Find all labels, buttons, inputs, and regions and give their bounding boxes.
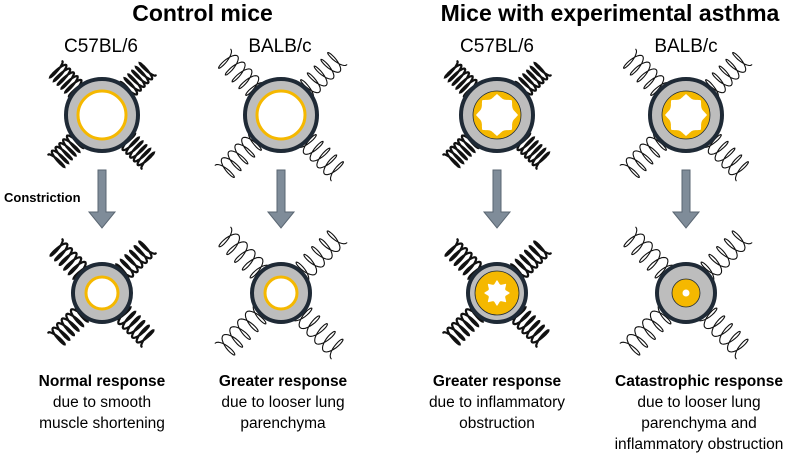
title-asthma-mice: Mice with experimental asthma [440, 0, 780, 26]
spring-icon [296, 134, 344, 182]
spring-icon [701, 134, 749, 182]
airway-lumen [682, 289, 690, 297]
spring-icon [510, 240, 552, 283]
airway-lumen [84, 275, 120, 311]
spring-icon [47, 130, 85, 169]
spring-icon [218, 48, 266, 96]
spring-icon [696, 307, 749, 360]
spring-icon [442, 303, 484, 346]
spring-icon [115, 240, 157, 283]
airway-lumen [255, 89, 307, 141]
strain-label: BALB/c [248, 36, 312, 57]
spring-icon [112, 306, 155, 348]
caption-text: due to looser lung parenchyma and inflam… [614, 394, 784, 453]
spring-icon [214, 130, 262, 178]
arrow-down-icon [671, 169, 701, 229]
spring-icon [218, 226, 271, 279]
airway-lumen [665, 94, 707, 136]
spring-icon [48, 60, 87, 98]
spring-icon [623, 48, 671, 96]
spring-icon [512, 132, 551, 170]
spring-icon [119, 61, 157, 100]
caption-title: Catastrophic response [615, 373, 783, 390]
spring-icon [49, 238, 92, 280]
airway-lumen [263, 275, 299, 311]
spring-icon [214, 303, 267, 356]
spring-icon [705, 52, 753, 100]
arrow-down-icon [266, 169, 296, 229]
spring-icon [443, 60, 482, 98]
spring-icon [300, 52, 348, 100]
spring-icon [514, 61, 552, 100]
arrow-down-icon [87, 169, 117, 229]
spring-icon [507, 306, 550, 348]
spring-icon [700, 230, 753, 283]
caption-text: due to inflammatory obstruction [428, 394, 566, 432]
spring-icon [295, 230, 348, 283]
strain-label: C57BL/6 [460, 36, 534, 57]
spring-icon [117, 132, 156, 170]
airway-lumen [476, 94, 518, 136]
caption: Greater response due to inflammatory obs… [397, 371, 597, 434]
spring-icon [444, 238, 487, 280]
spring-icon [291, 307, 344, 360]
caption: Normal response due to smooth muscle sho… [2, 371, 202, 434]
spring-icon [623, 226, 676, 279]
strain-label: BALB/c [654, 36, 718, 57]
spring-icon [619, 130, 667, 178]
caption: Greater response due to looser lung pare… [183, 371, 383, 434]
title-control-mice: Control mice [132, 0, 273, 26]
caption-title: Greater response [432, 373, 562, 390]
strain-label: C57BL/6 [64, 36, 138, 57]
caption: Catastrophic response due to looser lung… [599, 371, 797, 455]
spring-icon [619, 303, 672, 356]
airway-lumen [76, 89, 128, 141]
airway-lumen [484, 280, 510, 306]
caption-text: due to smooth muscle shortening [39, 394, 165, 432]
constriction-label: Constriction [4, 190, 81, 205]
caption-text: due to looser lung parenchyma [221, 394, 345, 432]
spring-icon [442, 130, 480, 169]
arrow-down-icon [482, 169, 512, 229]
caption-title: Normal response [38, 373, 166, 390]
spring-icon [47, 303, 89, 346]
caption-title: Greater response [218, 373, 348, 390]
